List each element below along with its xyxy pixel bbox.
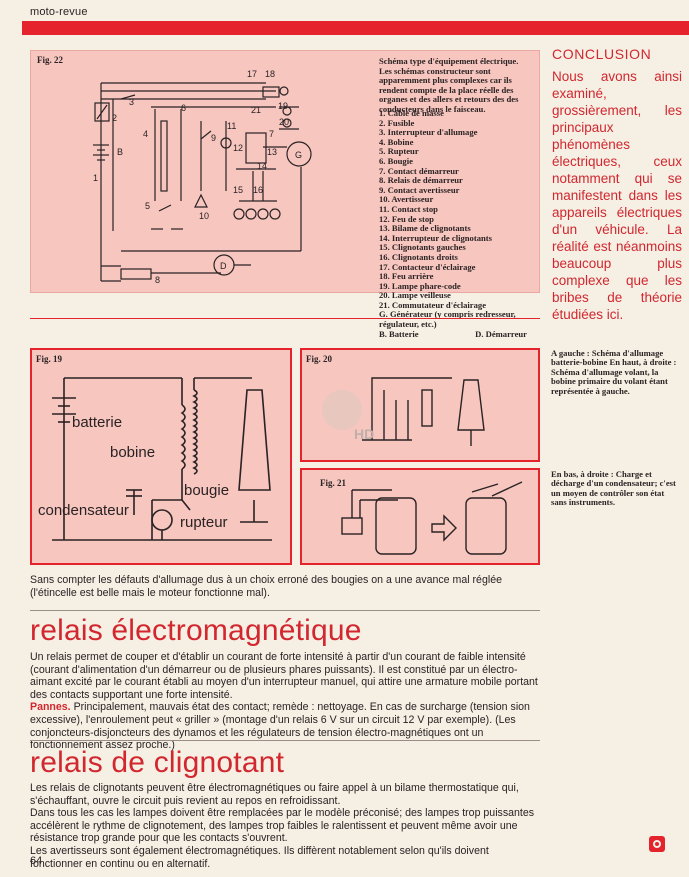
wiring-num-4: 4 (143, 129, 148, 139)
clignotant-paragraph: Les relais de clignotants peuvent être é… (30, 782, 519, 807)
figure-22-wiring-diagram: 17 18 21 19 20 3 6 7 2 B 1 4 11 9 12 13 … (93, 69, 312, 285)
label-condensateur: condensateur (38, 502, 129, 519)
side-caption-bottom: En bas, à droite : Charge et décharge d'… (551, 469, 676, 508)
wiring-num-7: 7 (269, 129, 274, 139)
legend-item-last: B. Batterie D. Démarreur (379, 328, 535, 340)
legend-item: 11. Contact stop (379, 203, 438, 214)
header-red-bar (22, 21, 689, 35)
magazine-masthead: moto-revue (30, 6, 88, 18)
figure-19-panel: Fig. 19 batter (30, 348, 292, 565)
section-divider (30, 740, 540, 741)
wiring-num-6: 6 (181, 103, 186, 113)
legend-item: 10. Avertisseur (379, 194, 434, 205)
legend-item: 18. Feu arrière (379, 271, 434, 282)
legend-item: 2. Fusible (379, 117, 415, 128)
wiring-num-B: B (117, 147, 123, 157)
figure-22-caption: Schéma type d'équipement électrique. Les… (379, 56, 519, 114)
label-bougie: bougie (184, 482, 230, 499)
legend-item: 15. Clignotants gauches (379, 242, 466, 253)
figure-21-label: Fig. 21 (320, 478, 346, 488)
legend-demarreur: D. Démarreur (475, 328, 527, 339)
pannes-text: Principalement, mauvais état des contact… (30, 701, 530, 752)
pannes-label: Pannes. (30, 701, 71, 714)
figure-19-label: Fig. 19 (36, 354, 62, 364)
legend-item: 16. Clignotants droits (379, 251, 458, 262)
label-rupteur: rupteur (180, 514, 228, 531)
page-number: 64 (30, 855, 43, 867)
legend-item: 3. Interrupteur d'allumage (379, 127, 478, 138)
wiring-num-G: G (295, 150, 302, 160)
wiring-num-20: 20 (279, 117, 289, 127)
wiring-num-1: 1 (93, 173, 98, 183)
legend-item: 8. Relais de démarreur (379, 175, 463, 186)
clignotant-paragraph: Dans tous les cas les lampes doivent êtr… (30, 807, 535, 845)
wiring-num-13: 13 (267, 147, 277, 157)
legend-item: 13. Bilame de clignotants (379, 223, 471, 234)
legend-item: 4. Bobine (379, 136, 414, 147)
wiring-num-2: 2 (112, 113, 117, 123)
relais-electromagnetique-text: Un relais permet de couper et d'établir … (30, 651, 540, 752)
section-title-relais-clignotant: relais de clignotant (30, 746, 285, 779)
legend-item: 20. Lampe veilleuse (379, 290, 451, 301)
section-divider (30, 610, 540, 611)
figure-20-magneto-diagram (322, 377, 485, 446)
watermark-hd: HD (354, 426, 375, 442)
figure-21-capacitor-diagram (341, 481, 523, 555)
clignotant-paragraph: Les avertisseurs sont également électrom… (30, 844, 489, 870)
figure-20-label: Fig. 20 (306, 354, 332, 364)
conclusion-title: CONCLUSION (552, 46, 652, 62)
wiring-num-16: 16 (253, 185, 263, 195)
page-corner-icon (649, 836, 665, 852)
wiring-num-11: 11 (227, 121, 236, 131)
wiring-num-8: 8 (155, 275, 160, 285)
figure-22-label: Fig. 22 (37, 55, 63, 65)
legend-item: 21. Commutateur d'éclairage (379, 299, 487, 310)
legend-batterie: B. Batterie (379, 328, 419, 339)
wiring-num-19: 19 (278, 101, 288, 111)
relais-electro-pannes: Pannes. Principalement, mauvais état des… (30, 701, 540, 751)
wiring-num-9: 9 (211, 133, 216, 143)
section-title-relais-electromagnetique: relais électromagnétique (30, 614, 362, 647)
figure-22-panel: Fig. 22 (30, 50, 540, 338)
figure-caption-text: Sans compter les défauts d'allumage dus … (30, 574, 502, 599)
legend-item: 14. Interrupteur de clignotants (379, 232, 492, 243)
side-caption-top: A gauche : Schéma d'allumage batterie-bo… (551, 348, 677, 396)
legend-item: 19. Lampe phare-code (379, 280, 461, 291)
section-divider (30, 318, 540, 319)
conclusion-text: Nous avons ainsi examiné, grossièrement,… (552, 69, 682, 322)
legend-item: 6. Bougie (379, 155, 413, 166)
legend-item: 9. Contact avertisseur (379, 184, 460, 195)
legend-item: 12. Feu de stop (379, 213, 434, 224)
figure-21-panel: Fig. 21 (300, 468, 540, 565)
legend-item: 7. Contact démarreur (379, 165, 459, 176)
wiring-num-10: 10 (199, 211, 209, 221)
wiring-num-14: 14 (257, 161, 267, 171)
wiring-num-18: 18 (265, 69, 275, 79)
wiring-num-3: 3 (129, 97, 134, 107)
wiring-num-15: 15 (233, 185, 243, 195)
legend-item: 5. Rupteur (379, 146, 419, 157)
figure-20-panel: Fig. 20 HD (300, 348, 540, 462)
wiring-num-17: 17 (247, 69, 257, 79)
wiring-num-D: D (220, 261, 227, 271)
wiring-num-12: 12 (233, 143, 243, 153)
legend-item: 1. Câble de masse (379, 108, 444, 118)
label-bobine: bobine (110, 444, 156, 461)
relais-electro-paragraph: Un relais permet de couper et d'établir … (30, 651, 538, 701)
wiring-num-21: 21 (251, 105, 261, 115)
wiring-num-5: 5 (145, 201, 150, 211)
legend-item: G. Générateur (y compris redresseur, rég… (379, 309, 516, 330)
label-batterie: batterie (72, 414, 123, 431)
figure-19-ignition-diagram (52, 377, 272, 541)
figure-22-legend: 1. Câble de masse 2. Fusible 3. Interrup… (379, 108, 535, 340)
legend-item: 17. Contacteur d'éclairage (379, 261, 476, 272)
relais-clignotant-text: Les relais de clignotants peuvent être é… (30, 782, 540, 870)
